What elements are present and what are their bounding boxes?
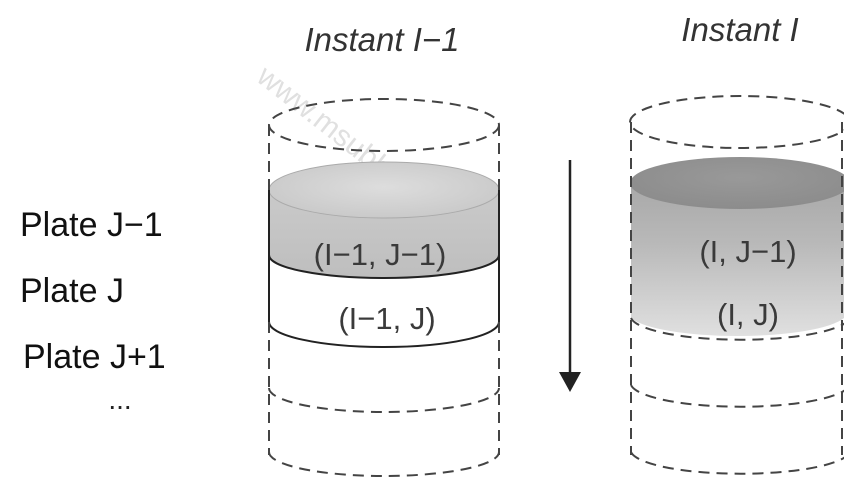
cell-left-upper: (I−1, J−1) — [314, 237, 447, 272]
plate-labels: Plate J−1 Plate J Plate J+1 ... — [20, 206, 166, 415]
plate-label-ellipsis: ... — [108, 384, 131, 415]
plate-top-left-j-minus-1 — [268, 161, 500, 219]
plate-boundary-left-1 — [268, 254, 500, 279]
plate-boundary-left-3 — [268, 387, 500, 413]
plate-label-j-plus-1: Plate J+1 — [23, 338, 166, 376]
plate-top-right-j-minus-1 — [630, 157, 844, 209]
arrow-head — [559, 372, 581, 392]
plate-label-j-minus-1: Plate J−1 — [20, 206, 163, 244]
cell-right-lower: (I, J) — [717, 297, 779, 332]
heading-right: Instant I — [681, 11, 798, 48]
cell-right-upper: (I, J−1) — [699, 234, 796, 269]
plate-label-j: Plate J — [20, 272, 124, 310]
plate-boundary-left-2 — [268, 321, 500, 348]
plate-boundary-right-2 — [630, 384, 844, 408]
plate-boundary-left-4 — [268, 451, 500, 477]
column-top-right — [629, 95, 844, 149]
heading-left: Instant I−1 — [304, 21, 459, 58]
plate-boundary-right-1 — [630, 317, 844, 341]
direction-arrow — [559, 160, 581, 392]
cell-left-lower: (I−1, J) — [338, 301, 435, 336]
column-instant-i-minus-1: (I−1, J−1) (I−1, J) — [268, 98, 500, 477]
plate-boundary-right-3 — [630, 451, 844, 475]
column-instant-i: (I, J−1) (I, J) — [629, 95, 844, 475]
plate-shade-right — [631, 183, 844, 336]
